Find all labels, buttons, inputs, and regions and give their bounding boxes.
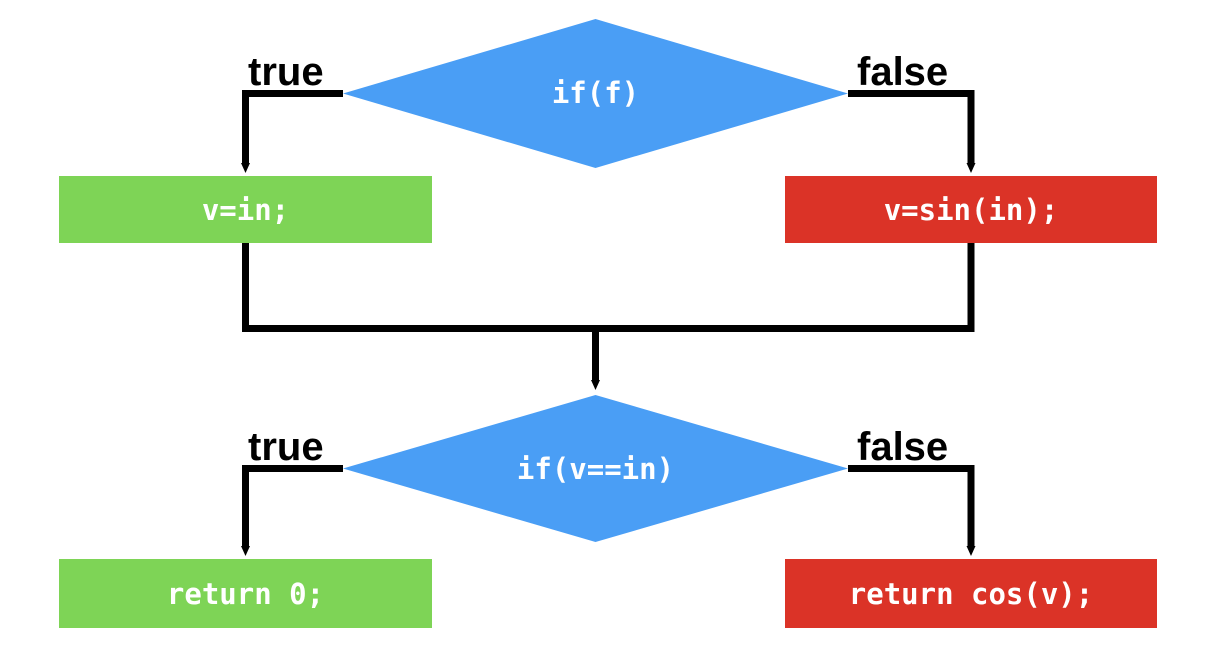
edge-merge-true-branch [242,243,975,332]
decision-1-shape[interactable] [343,19,848,168]
decision-2-shape[interactable] [343,395,848,542]
process-false-1-shape[interactable] [785,176,1157,243]
edge-decision2-true [241,465,343,556]
process-true-1-shape[interactable] [59,176,432,243]
edge-label-decision2-false: false [857,425,949,469]
edge-decision2-false [848,465,976,556]
process-true-2-shape[interactable] [59,559,432,628]
process-false-2-shape[interactable] [785,559,1157,628]
edge-label-decision1-false: false [857,50,949,94]
edge-decision1-true [241,90,343,173]
edge-label-decision2-true: true [248,425,324,469]
edge-decision1-false [848,90,976,173]
edge-label-decision1-true: true [248,50,324,94]
